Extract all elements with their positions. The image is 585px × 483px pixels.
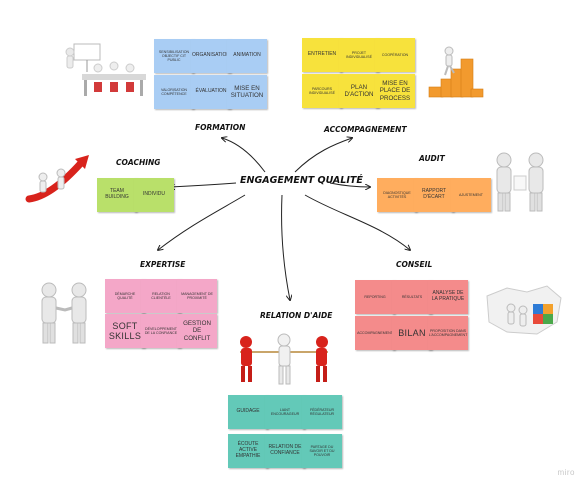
main-title: ENGAGEMENT QUALITÉ xyxy=(240,175,363,186)
category-conseil: CONSEIL xyxy=(396,260,433,269)
arrow-audit xyxy=(329,182,370,187)
note-conseil-3: ANALYSE DE LA PRATIQUE xyxy=(428,280,468,314)
note-accompagnement-6: MISE EN PLACE DE PROCESS xyxy=(375,74,415,108)
arrow-relation xyxy=(281,194,290,300)
note-formation-3: ANIMATION xyxy=(227,39,267,73)
note-conseil-5: BILAN xyxy=(392,316,432,350)
training-illustration xyxy=(65,43,146,96)
note-expertise-6: GESTION DE CONFLIT xyxy=(177,314,217,348)
handshake-illustration xyxy=(41,282,87,344)
note-expertise-1: DÉMARCHE QUALITÉ xyxy=(105,279,145,313)
note-formation-6: MISE EN SITUATION xyxy=(227,75,267,109)
note-accompagnement-1: ENTRETIEN xyxy=(302,38,342,72)
note-formation-2: ORGANISATION xyxy=(191,39,231,73)
arrow-accompagnement xyxy=(294,138,352,173)
note-accompagnement-2: PROJET INDIVIDUALISÉ xyxy=(339,38,379,72)
note-coaching-2: INDIVIDU xyxy=(134,178,174,212)
conseil-illustration xyxy=(486,285,562,335)
note-relation-3: FÉDÉRATEUR RÉGULATEUR xyxy=(302,395,342,429)
note-conseil-1: REPORTING xyxy=(355,280,395,314)
miro-watermark: miro xyxy=(557,468,575,477)
note-relation-5: RELATION DE CONFIANCE xyxy=(265,434,305,468)
note-formation-4: VALORISATION COMPÉTENCE xyxy=(154,75,194,109)
note-accompagnement-5: PLAN D'ACTION xyxy=(339,74,379,108)
category-relation-aide: RELATION D'AIDE xyxy=(260,311,333,320)
stairs-illustration xyxy=(428,46,484,98)
note-audit-2: RAPPORT D'ÉCART xyxy=(414,178,454,212)
note-relation-2: LIANT ENCOURAGEUR xyxy=(265,395,305,429)
arrow-expertise xyxy=(158,194,246,250)
note-coaching-1: TEAM BUILDING xyxy=(97,178,137,212)
category-audit: AUDIT xyxy=(419,154,445,163)
arrow-conseil xyxy=(304,194,410,250)
arrow-formation xyxy=(222,138,266,173)
arrow-coaching xyxy=(170,182,237,187)
tug-of-war-illustration xyxy=(240,333,328,385)
note-expertise-3: MANAGEMENT DE PROXIMITÉ xyxy=(177,279,217,313)
note-audit-3: AJUSTEMENT xyxy=(451,178,491,212)
note-audit-1: DIAGNOSTIQUE ACTIVITÉS xyxy=(377,178,417,212)
category-formation: FORMATION xyxy=(195,123,246,132)
category-coaching: COACHING xyxy=(116,158,161,167)
note-conseil-2: RÉSULTATS xyxy=(392,280,432,314)
note-conseil-6: PROPOSITION DANS L'ACCOMPAGNEMENT xyxy=(428,316,468,350)
audit-illustration xyxy=(496,152,544,212)
note-expertise-4: SOFT SKILLS xyxy=(105,314,145,348)
category-expertise: EXPERTISE xyxy=(140,260,186,269)
note-accompagnement-4: PARCOURS INDIVIDUALISÉ xyxy=(302,74,342,108)
growth-arrow-illustration xyxy=(25,155,89,203)
category-accompagnement: ACCOMPAGNEMENT xyxy=(324,125,407,134)
note-formation-1: SENSIBILISATION OBJECTIF CIT PUBLIC xyxy=(154,39,194,73)
note-accompagnement-3: COOPÉRATION xyxy=(375,38,415,72)
note-expertise-2: RELATION CLIENTÈLE xyxy=(141,279,181,313)
note-relation-6: PARTAGE DU SAVOIR ET DU POUVOIR xyxy=(302,434,342,468)
note-conseil-4: ACCOMPAGNEMENT xyxy=(355,316,395,350)
note-formation-5: ÉVALUATION xyxy=(191,75,231,109)
note-expertise-5: DÉVELOPPEMENT DE LA CONFIANCE xyxy=(141,314,181,348)
note-relation-4: ÉCOUTE ACTIVE EMPATHIE xyxy=(228,434,268,468)
note-relation-1: GUIDAGE xyxy=(228,395,268,429)
